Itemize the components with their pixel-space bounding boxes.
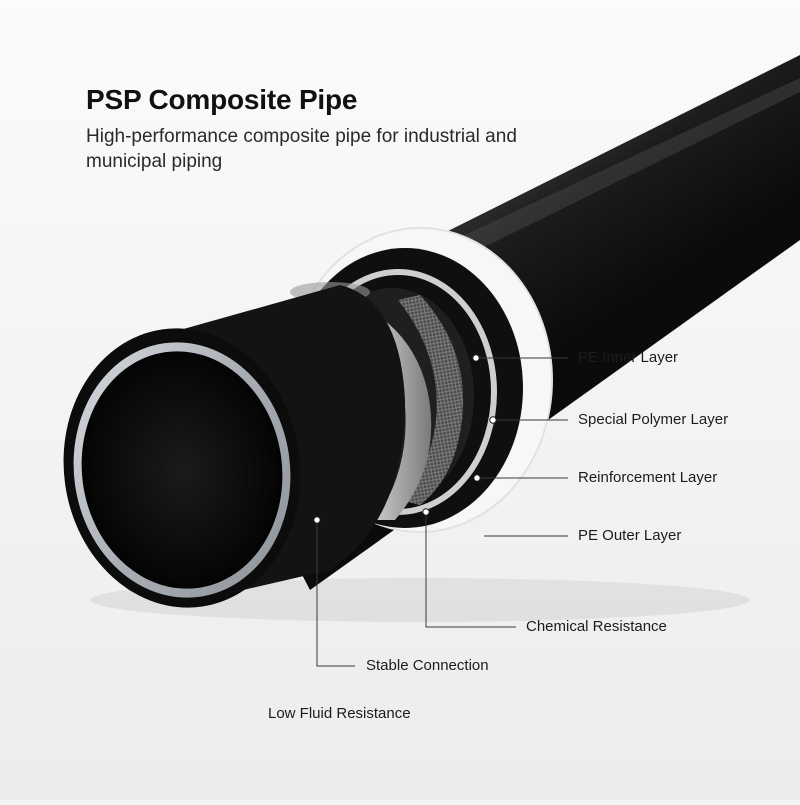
callout-reinforcement-layer: Reinforcement Layer xyxy=(578,469,718,486)
dot-stable-connection xyxy=(313,516,321,524)
callout-stable-connection: Stable Connection xyxy=(366,657,489,674)
dot-pe-inner xyxy=(472,354,480,362)
callout-low-fluid-resistance: Low Fluid Resistance xyxy=(268,705,411,722)
callout-chemical-resistance: Chemical Resistance xyxy=(526,618,667,635)
dot-reinforcement xyxy=(473,474,481,482)
leader-dots xyxy=(313,354,497,524)
floor-shadow xyxy=(90,578,750,622)
callout-special-polymer-layer: Special Polymer Layer xyxy=(578,411,729,428)
inner-band xyxy=(320,300,432,520)
leader-chemical-resistance xyxy=(425,512,516,628)
page-title: PSP Composite Pipe xyxy=(86,84,358,115)
page-subtitle: High-performance composite pipe for indu… xyxy=(86,126,517,172)
pipe-bore xyxy=(81,351,283,589)
dot-chemical-resistance xyxy=(422,508,430,516)
callout-pe-inner-layer: PE Inner Layer xyxy=(578,349,679,366)
callout-pe-outer-layer: PE Outer Layer xyxy=(578,527,682,544)
pipe-mouth xyxy=(63,328,301,608)
leader-stable-connection xyxy=(316,520,355,667)
reinforcement-mesh xyxy=(398,295,464,505)
leader-lines xyxy=(316,357,568,667)
dot-special-polymer xyxy=(489,416,497,424)
